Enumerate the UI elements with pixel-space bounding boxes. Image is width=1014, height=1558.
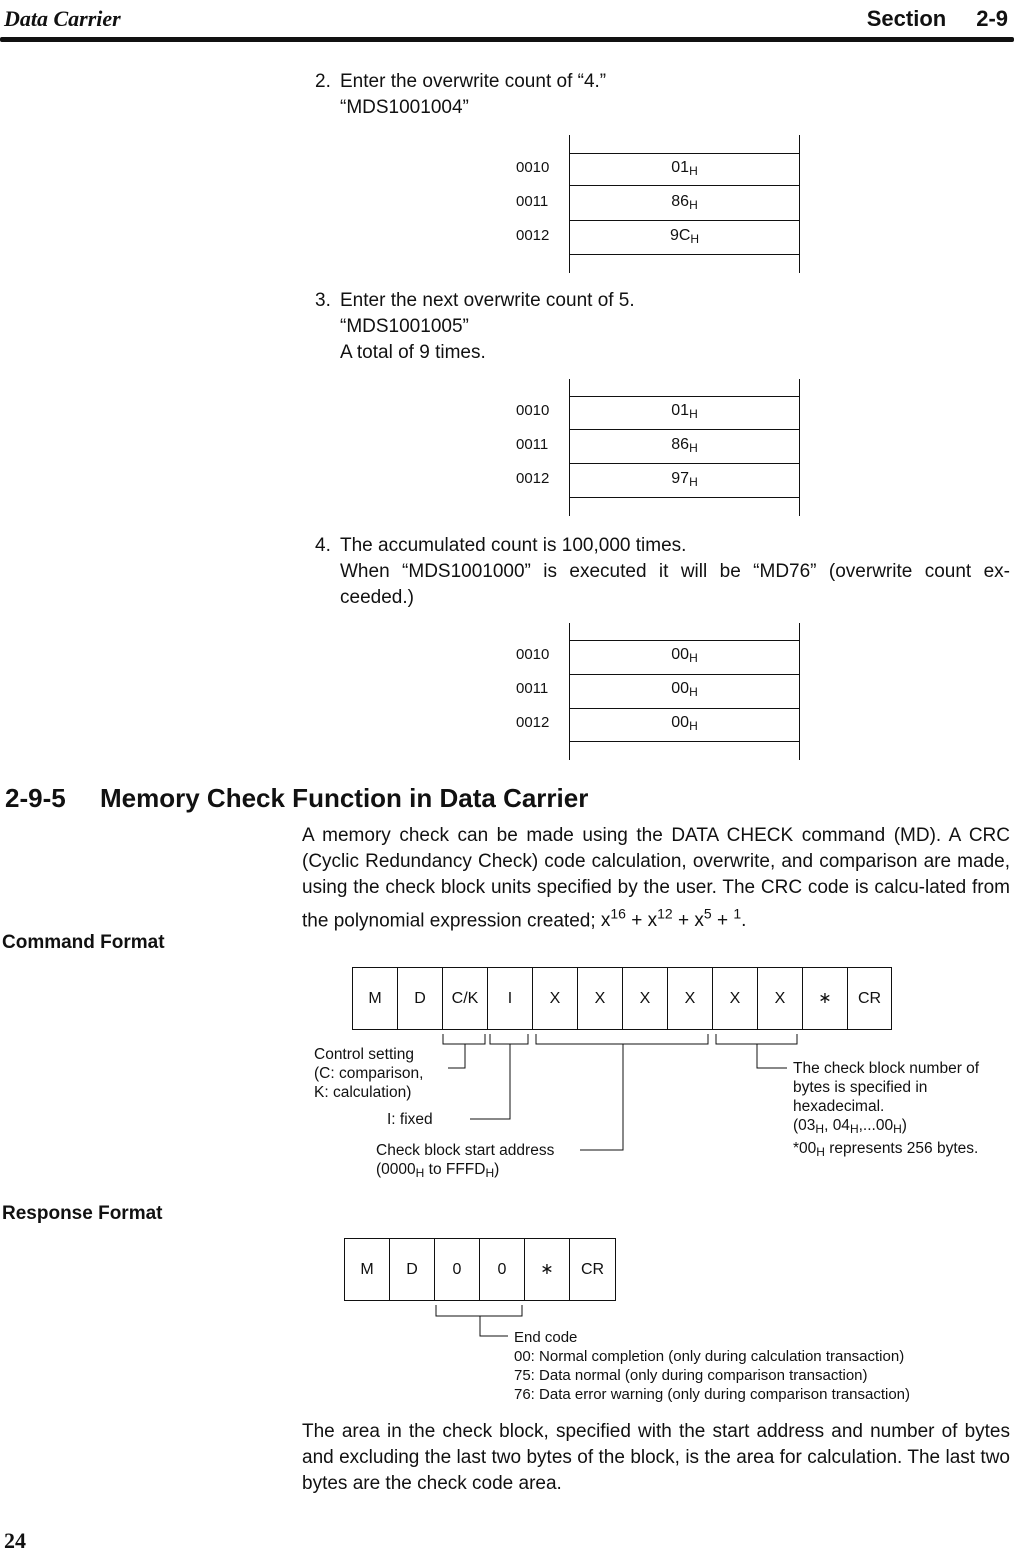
memory-address: 0012 xyxy=(516,714,550,731)
step-line: A total of 9 times. xyxy=(340,342,486,363)
intro-paragraph: A memory check can be made using the DAT… xyxy=(302,825,1010,932)
memory-address: 0010 xyxy=(516,402,550,419)
section-heading-title: Memory Check Function in Data Carrier xyxy=(100,783,589,813)
memory-value: 97H xyxy=(671,470,698,489)
memory-value: 00H xyxy=(671,714,698,733)
memory-value: 01H xyxy=(671,159,698,178)
note-end-code: End code 00: Normal completion (only dur… xyxy=(514,1329,911,1403)
command-format-box: M D C/K I X X X X X X ∗ CR xyxy=(352,967,892,1030)
format-cell: X xyxy=(623,968,668,1029)
page-number: 24 xyxy=(4,1528,26,1553)
format-cell: CR xyxy=(857,990,882,1007)
format-cell: D xyxy=(398,968,443,1029)
memory-address: 0011 xyxy=(516,436,549,453)
polynomial: x16 + x12 + x5 + 1. xyxy=(600,906,747,932)
format-cell: X xyxy=(578,968,623,1029)
note-byte-count: The check block number of bytes is speci… xyxy=(793,1060,980,1159)
memory-table-1: 0010 0011 0012 01H 86H 9CH xyxy=(516,135,806,273)
step-paragraph: When “MDS1001000” is executed it will be… xyxy=(340,561,1010,608)
memory-address: 0011 xyxy=(516,680,549,697)
header-rule xyxy=(0,37,1014,42)
note-control-setting: Control setting (C: comparison, K: calcu… xyxy=(314,1046,424,1101)
response-format-box: M D 0 0 ∗ CR xyxy=(344,1238,616,1301)
memory-address: 0010 xyxy=(516,646,550,663)
format-cell: X xyxy=(533,968,578,1029)
memory-value: 00H xyxy=(671,680,698,699)
step-4: 4. The accumulated count is 100,000 time… xyxy=(315,533,1010,611)
memory-value: 01H xyxy=(671,402,698,421)
memory-table-3: 0010 0011 0012 00H 00H 00H xyxy=(516,623,806,760)
step-3: 3. Enter the next overwrite count of 5. … xyxy=(315,288,635,366)
format-cell: ∗ xyxy=(803,968,848,1029)
format-cell: M xyxy=(345,1239,390,1300)
running-header-section: Section 2-9 xyxy=(867,6,1008,32)
format-cell: X xyxy=(758,968,803,1029)
step-number: 3. xyxy=(315,290,331,311)
memory-address: 0011 xyxy=(516,193,549,210)
step-line: “MDS1001004” xyxy=(340,97,469,118)
format-cell: 0 xyxy=(435,1239,480,1300)
note-fixed: I: fixed xyxy=(387,1111,433,1128)
step-number: 2. xyxy=(315,71,331,92)
step-line: Enter the next overwrite count of 5. xyxy=(340,290,635,311)
memory-address: 0012 xyxy=(516,470,550,487)
format-cell: 0 xyxy=(480,1239,525,1300)
step-line: Enter the overwrite count of “4.” xyxy=(340,71,607,92)
format-cell: X xyxy=(668,968,713,1029)
step-line: “MDS1001005” xyxy=(340,316,469,337)
format-cell: CR xyxy=(580,1261,605,1278)
step-line: The accumulated count is 100,000 times. xyxy=(340,535,687,556)
response-format-label: Response Format xyxy=(2,1203,163,1224)
format-cell: ∗ xyxy=(525,1239,570,1300)
format-cell: X xyxy=(713,968,758,1029)
section-heading-number: 2-9-5 xyxy=(5,783,66,813)
format-cell: C/K xyxy=(443,968,488,1029)
closing-paragraph: The area in the check block, specified w… xyxy=(302,1421,1010,1494)
command-format-label: Command Format xyxy=(2,932,165,953)
memory-value: 86H xyxy=(671,436,698,455)
memory-address: 0010 xyxy=(516,159,550,176)
format-cell: I xyxy=(488,968,533,1029)
memory-value: 86H xyxy=(671,193,698,212)
step-2: 2. Enter the overwrite count of “4.” “MD… xyxy=(315,69,607,121)
section-number: 2-9 xyxy=(976,6,1008,31)
memory-value: 00H xyxy=(671,646,698,665)
format-cell: D xyxy=(390,1239,435,1300)
memory-value: 9CH xyxy=(669,227,700,246)
step-number: 4. xyxy=(315,535,331,556)
note-start-address: Check block start address (0000H to FFFD… xyxy=(376,1142,555,1180)
section-heading: 2-9-5 Memory Check Function in Data Carri… xyxy=(5,783,588,814)
memory-table-2: 0010 0011 0012 01H 86H 97H xyxy=(516,379,806,516)
format-cell: M xyxy=(353,968,398,1029)
running-header-title: Data Carrier xyxy=(4,6,121,31)
section-word: Section xyxy=(866,6,947,31)
memory-address: 0012 xyxy=(516,227,550,244)
